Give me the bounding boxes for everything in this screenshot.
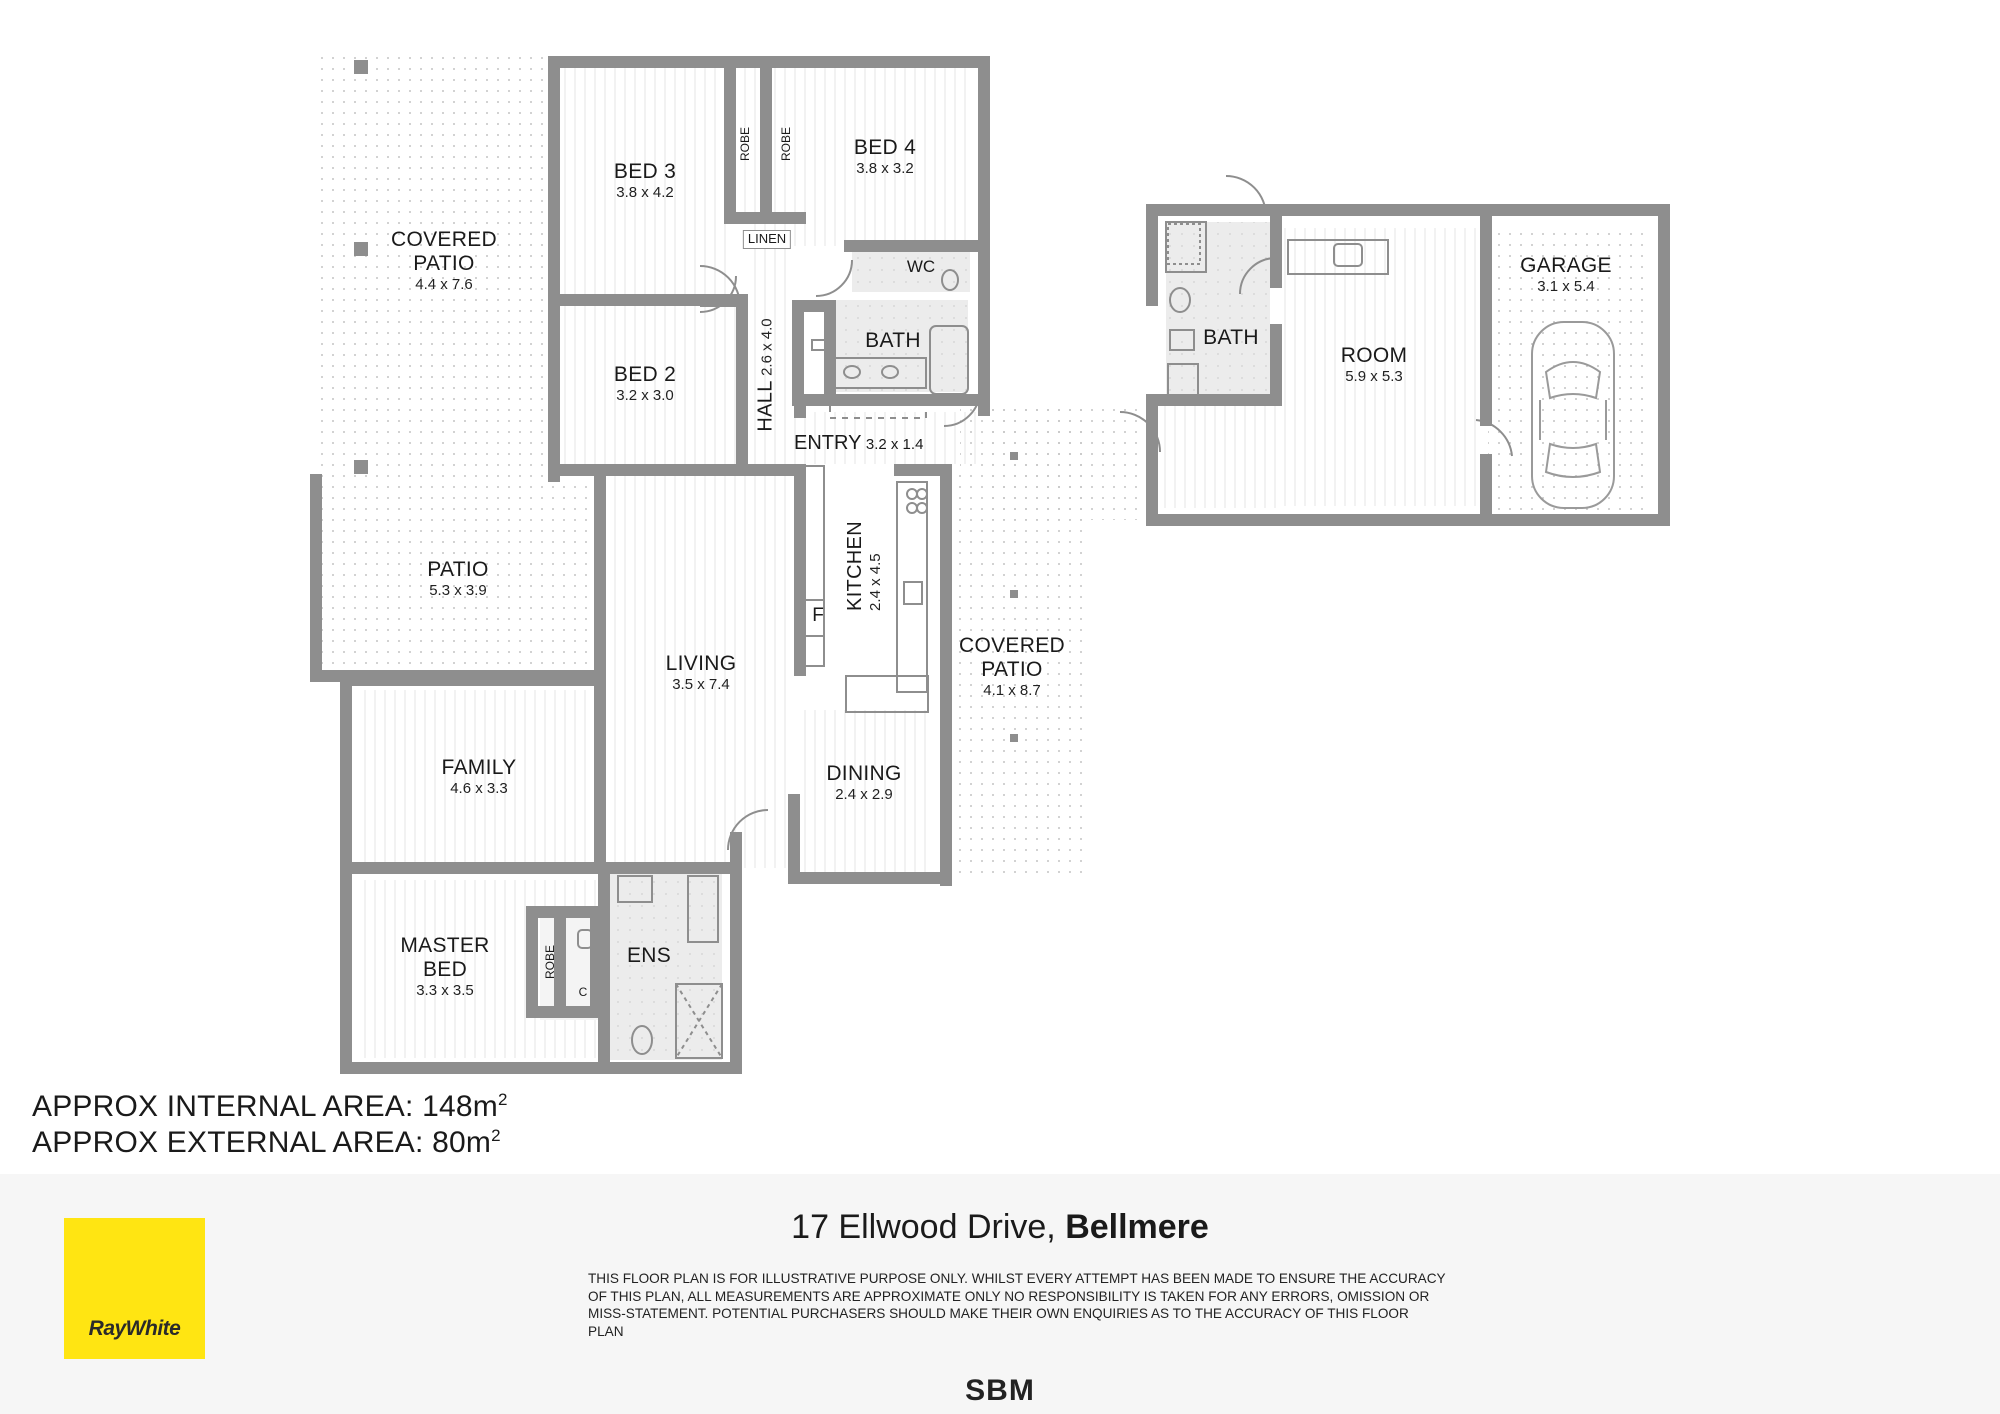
room-name: GARAGE (1520, 254, 1612, 277)
robe-bed-3: ROBE (738, 126, 752, 162)
room-entry: ENTRY 3.2 x 1.4 (794, 432, 923, 455)
internal-area-label: APPROX INTERNAL AREA: (32, 1090, 414, 1123)
door-swing (699, 265, 741, 307)
address-street: 17 Ellwood Drive, (791, 1208, 1056, 1246)
address-suburb: Bellmere (1065, 1208, 1209, 1246)
room-wc: WC (906, 257, 936, 276)
room-dimensions: 4.6 x 3.3 (450, 780, 508, 798)
fridge-space: F (812, 605, 824, 626)
room-room: ROOM 5.9 x 5.3 (1341, 344, 1408, 385)
covered-patio-east-area (944, 406, 1152, 878)
room-patio: PATIO 5.3 x 3.9 (427, 558, 488, 599)
room-name: LIVING (665, 652, 737, 675)
external-area-label: APPROX EXTERNAL AREA: (32, 1126, 424, 1159)
sbm-credit-logo: SBM (965, 1374, 1035, 1407)
room-dimensions: 3.2 x 1.4 (865, 436, 924, 453)
room-name: BED 2 (613, 363, 677, 386)
room-dimensions: 3.3 x 3.5 (416, 982, 474, 1000)
disclaimer-text: THIS FLOOR PLAN IS FOR ILLUSTRATIVE PURP… (588, 1271, 1446, 1339)
robe-bed-4: ROBE (779, 126, 793, 162)
room-name: BATH (1203, 326, 1259, 349)
room-name: BATH (865, 329, 921, 352)
patio-area (316, 481, 599, 676)
outdoor-areas (316, 57, 1157, 878)
room-garage: GARAGE 3.1 x 5.4 (1520, 254, 1612, 295)
room-dimensions: 3.5 x 7.4 (672, 676, 730, 694)
room-family: FAMILY 4.6 x 3.3 (442, 756, 517, 797)
room-covered-patio-west: COVERED PATIO 4.4 x 7.6 (391, 228, 497, 294)
room-bed-2: BED 2 3.2 x 3.0 (614, 363, 676, 404)
covered-patio-west-area (316, 57, 548, 480)
patio-posts (354, 60, 1018, 742)
ray-white-logo: RayWhite (64, 1218, 205, 1359)
room-name: BED 4 (853, 136, 917, 159)
room-dimensions: 5.3 x 3.9 (429, 582, 487, 600)
internal-area-value: 148m (422, 1090, 498, 1123)
room-name: COVERED PATIO (959, 634, 1065, 682)
room-name: BED 3 (613, 160, 677, 183)
room-dimensions: 2.6 x 4.0 (758, 318, 776, 376)
room-dimensions: 3.8 x 3.2 (856, 160, 914, 178)
robe-master: ROBE (543, 944, 557, 980)
room-ensuite: ENS (627, 944, 671, 968)
external-area-value: 80m (432, 1126, 492, 1159)
room-name: ENTRY (794, 432, 862, 454)
room-dimensions: 3.2 x 3.0 (616, 387, 674, 405)
room-name: KITCHEN (844, 521, 866, 611)
logo-text: RayWhite (88, 1317, 181, 1340)
external-area: APPROX EXTERNAL AREA: 80m2 (32, 1126, 501, 1160)
room-bath-main: BATH (865, 329, 921, 353)
room-name: PATIO (427, 558, 489, 581)
room-bed-3: BED 3 3.8 x 4.2 (614, 160, 676, 201)
room-name: ENS (626, 944, 672, 967)
room-dimensions: 2.4 x 2.9 (835, 786, 893, 804)
area-unit-superscript: 2 (491, 1126, 501, 1145)
room-dimensions: 3.8 x 4.2 (616, 184, 674, 202)
room-name: DINING (826, 762, 902, 785)
property-address: 17 Ellwood Drive, Bellmere (0, 1208, 2000, 1247)
doors (699, 175, 1513, 851)
room-bath-annex: BATH (1203, 326, 1259, 350)
room-dimensions: 5.9 x 5.3 (1345, 368, 1403, 386)
room-hall: HALL 2.6 x 4.0 (755, 318, 778, 431)
room-dining: DINING 2.4 x 2.9 (826, 762, 901, 803)
car-icon (1531, 321, 1615, 509)
internal-area: APPROX INTERNAL AREA: 148m2 (32, 1090, 508, 1124)
linen-cupboard: LINEN (742, 230, 792, 249)
entry-porch-area (985, 406, 1157, 520)
room-master-bed: MASTER BED 3.3 x 3.5 (400, 934, 489, 1000)
room-name: ROOM (1340, 344, 1408, 367)
room-name: HALL (754, 380, 777, 432)
room-dimensions: 4.4 x 7.6 (415, 276, 473, 294)
cupboard: C (578, 985, 588, 999)
room-name: COVERED PATIO (391, 228, 497, 276)
room-dimensions: 2.4 x 4.5 (867, 553, 884, 611)
room-bed-4: BED 4 3.8 x 3.2 (854, 136, 916, 177)
room-covered-patio-east: COVERED PATIO 4.1 x 8.7 (959, 634, 1065, 700)
kitchen-bench (896, 481, 928, 693)
room-name: MASTER BED (400, 934, 490, 982)
room-dimensions: 4.1 x 8.7 (983, 682, 1041, 700)
floor-plan (310, 56, 1670, 1074)
bathtub (929, 325, 969, 395)
room-dimensions: 3.1 x 5.4 (1537, 278, 1595, 296)
area-unit-superscript: 2 (497, 1090, 508, 1109)
room-kitchen: KITCHEN 2.4 x 4.5 (844, 521, 884, 611)
room-living: LIVING 3.5 x 7.4 (666, 652, 737, 693)
room-name: FAMILY (441, 756, 517, 779)
footer-band (0, 1174, 2000, 1414)
fixtures (577, 221, 1389, 1059)
